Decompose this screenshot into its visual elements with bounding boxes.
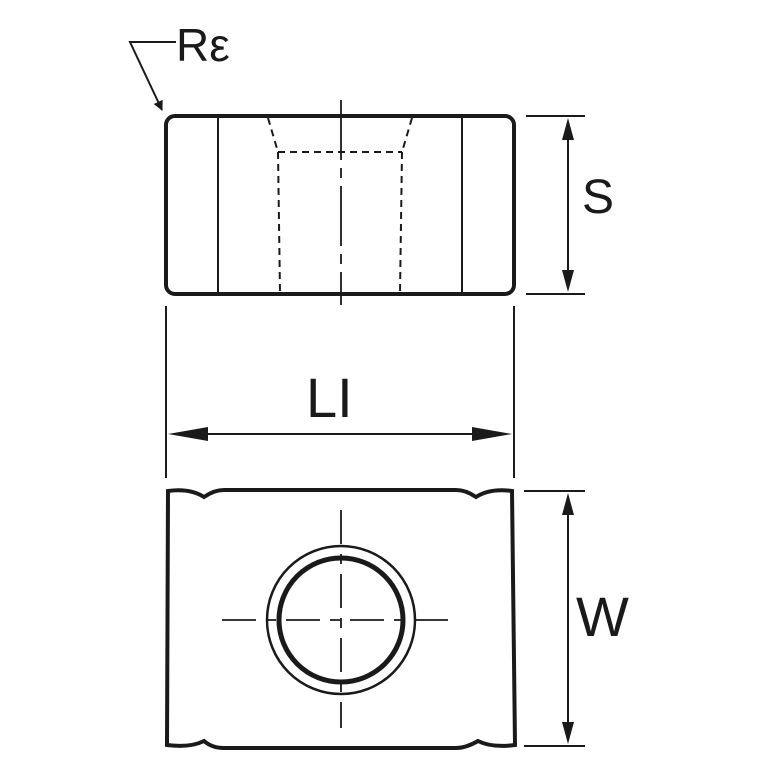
side-view-outline [164, 114, 516, 296]
thickness-dimension [526, 115, 585, 295]
corner-radius-leader [128, 41, 176, 111]
length-dimension [165, 306, 515, 478]
width-label: W [576, 585, 629, 648]
plan-view [164, 488, 518, 750]
width-dimension [524, 490, 585, 747]
hidden-bore-lines [267, 117, 413, 294]
corner-radius-label: Rε [176, 19, 230, 71]
plan-view-outline [164, 488, 518, 750]
side-view [164, 100, 516, 305]
thickness-label: S [582, 171, 615, 224]
length-label: LI [306, 366, 353, 429]
